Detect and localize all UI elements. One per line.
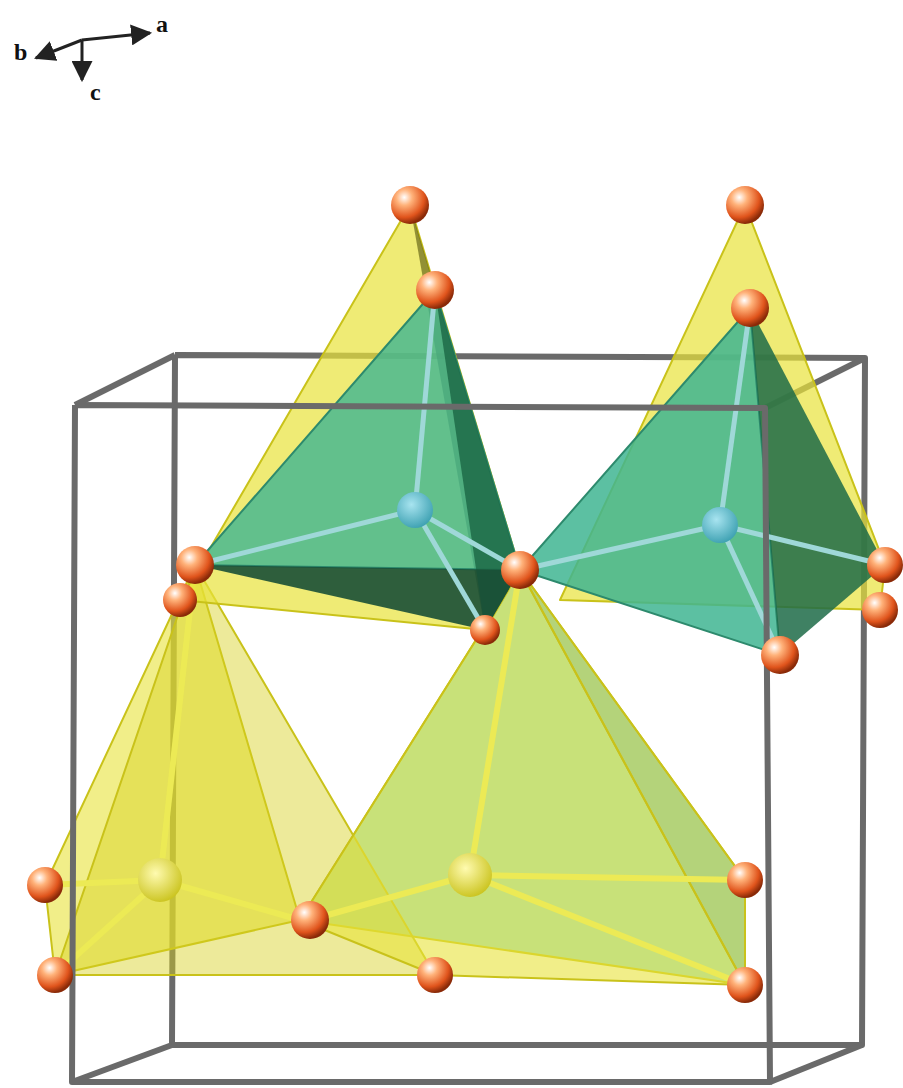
axis-label: c <box>90 80 101 104</box>
anion-spheres <box>27 186 903 1003</box>
axis-arrows <box>36 33 150 80</box>
upper-tetrahedra <box>180 205 885 655</box>
axis-label: b <box>14 40 27 64</box>
axis-label: a <box>156 12 168 36</box>
lower-tetrahedra <box>45 565 745 985</box>
unit-cell-front <box>72 405 770 1082</box>
